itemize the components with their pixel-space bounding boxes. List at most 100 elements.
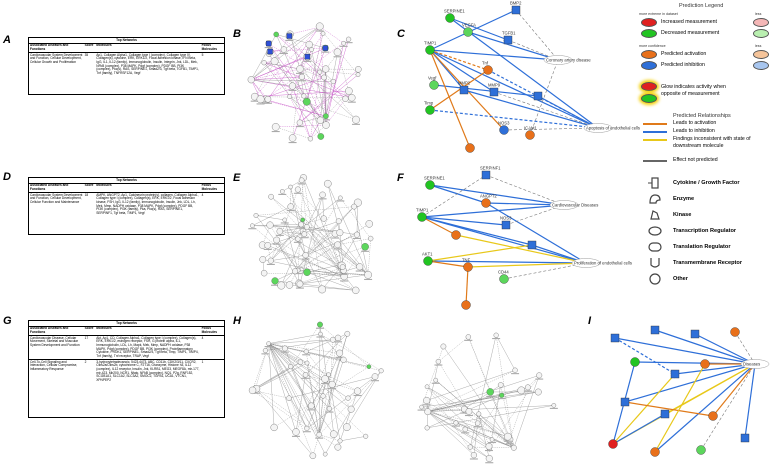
network-edge — [255, 366, 291, 389]
network-node — [462, 426, 468, 433]
network-edge — [268, 43, 327, 126]
network-node — [248, 386, 257, 395]
network-edge — [251, 68, 300, 80]
node-label-mark — [422, 404, 431, 406]
network-node — [304, 425, 310, 431]
network-node — [328, 380, 336, 388]
network-node — [324, 179, 332, 188]
network-edge — [299, 194, 323, 285]
network-node — [282, 217, 288, 223]
table-caption: Top Networks — [29, 178, 224, 184]
network-node — [309, 47, 314, 52]
network-edge — [478, 413, 508, 437]
node-label-mark — [486, 395, 495, 397]
pathway-edge — [427, 260, 469, 269]
network-edge — [305, 333, 348, 375]
network-edge — [470, 446, 490, 459]
network-node — [363, 433, 369, 439]
pathway-node-label: TGFB1 — [502, 31, 516, 36]
network-edge — [268, 343, 301, 363]
network-edge — [427, 387, 528, 412]
network-edge — [306, 33, 324, 102]
pathway-node-label: MMP2 — [458, 81, 471, 86]
panel-label-c: C — [397, 28, 405, 40]
pathway-node — [499, 125, 509, 135]
network-edge — [290, 27, 320, 35]
network-edge — [274, 271, 296, 282]
legend-relationships: Predicted Relationships — [673, 113, 731, 119]
network-node — [322, 65, 330, 73]
network-node — [334, 241, 341, 249]
prediction-legend: Prediction Legend more extreme in datase… — [629, 0, 784, 300]
network-node — [305, 40, 313, 49]
cell-molecules: AMPK, ANGPT2, Ap1, Calcineurin protein(s… — [96, 192, 199, 215]
network-node — [280, 46, 288, 53]
network-node — [298, 73, 305, 80]
network-edge — [337, 52, 350, 92]
network-node — [273, 236, 280, 244]
network-edge — [319, 337, 339, 435]
node-highlight — [266, 40, 272, 47]
network-node — [315, 22, 324, 31]
network-node — [268, 193, 274, 200]
network-edge — [427, 390, 522, 412]
network-edge — [290, 206, 344, 271]
pathway-node-label: BMP2 — [510, 1, 522, 6]
panel-label-a: A — [3, 34, 11, 46]
pathway-node — [650, 325, 660, 335]
network-edge — [290, 324, 321, 367]
col-header-focus: Focus Molecules — [200, 43, 224, 54]
network-edge — [289, 35, 326, 117]
network-node — [353, 387, 362, 395]
network-node — [536, 372, 543, 379]
network-edge — [464, 384, 501, 410]
network-edge — [251, 76, 302, 80]
network-node — [288, 134, 297, 142]
legend-less2: less — [755, 44, 762, 48]
node-label-mark — [297, 183, 306, 185]
pathway-node — [489, 87, 499, 97]
pathway-node — [527, 240, 537, 250]
network-edge — [353, 206, 369, 275]
network-node — [262, 348, 268, 354]
network-node — [365, 220, 373, 228]
glow-red-swatch — [641, 82, 657, 91]
network-edge — [295, 337, 339, 433]
activation-less-swatch — [753, 50, 769, 59]
network-edge — [427, 411, 490, 459]
network-edge — [268, 343, 308, 429]
node-decreased — [300, 217, 305, 223]
network-node — [351, 203, 357, 210]
network-edge — [289, 96, 357, 120]
cell-focus: 1 — [200, 359, 224, 384]
node-label-mark — [302, 431, 311, 433]
pathway-node-label: Tnf — [482, 61, 489, 66]
network-edge — [252, 390, 307, 429]
pathway-node-label: VEGFA — [462, 23, 476, 28]
network-edge — [251, 79, 266, 99]
node-label-mark — [293, 273, 302, 275]
network-edge — [268, 343, 330, 409]
network-edge — [268, 343, 382, 371]
node-label-mark — [315, 327, 324, 329]
network-node — [424, 384, 430, 390]
pathway-edge — [421, 216, 457, 236]
node-label-mark — [351, 123, 360, 125]
translation-icon — [648, 242, 662, 252]
node-label-mark — [295, 72, 304, 74]
network-node — [296, 119, 303, 126]
top-networks-table-g: Top Networks Associated Diseases and Fun… — [28, 320, 225, 418]
network-edge — [323, 77, 326, 117]
network-edge — [262, 259, 345, 277]
network-node — [340, 356, 347, 363]
pathway-node — [425, 105, 435, 115]
pathway-node — [425, 45, 435, 55]
node-highlight — [286, 33, 293, 39]
pathway-node — [423, 256, 433, 266]
pathway-edge — [421, 216, 533, 247]
network-edge — [268, 343, 275, 428]
panel-label-i: I — [588, 315, 592, 327]
network-edge — [279, 231, 343, 268]
network-node — [267, 257, 274, 264]
network-edge — [275, 126, 311, 139]
